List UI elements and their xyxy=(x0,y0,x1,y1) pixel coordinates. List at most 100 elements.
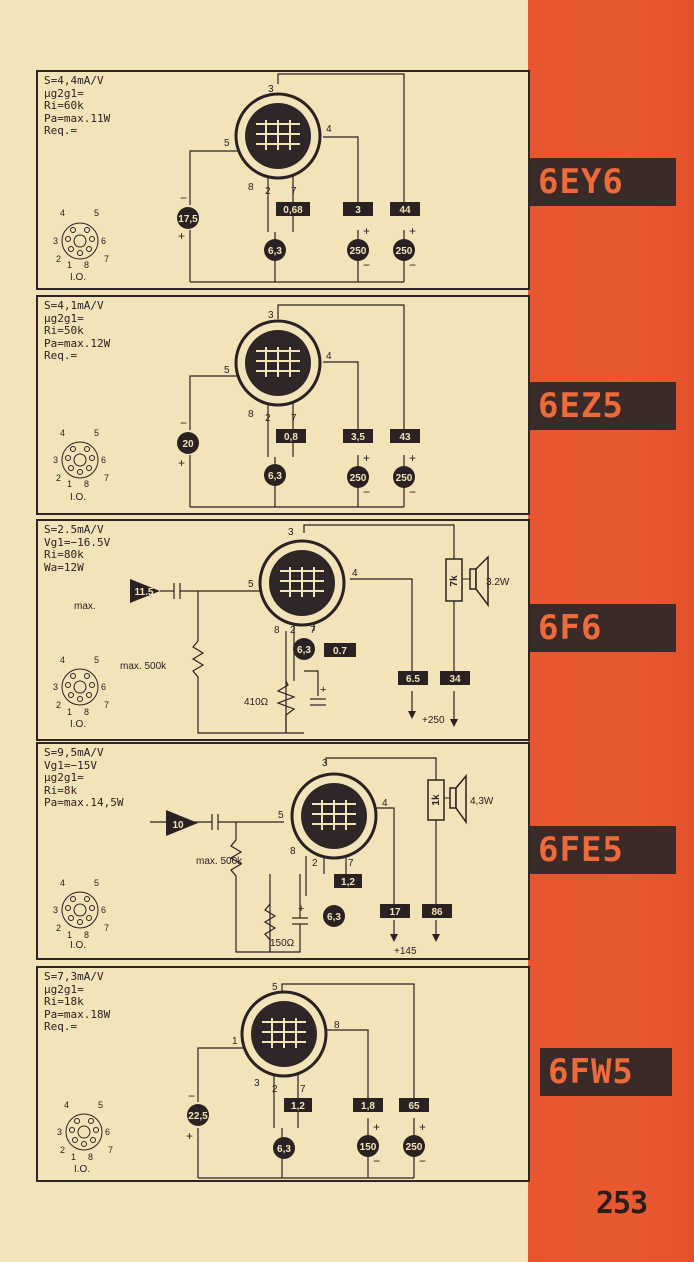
svg-text:250: 250 xyxy=(350,246,367,257)
tube-tag-6fw5: 6FW5 xyxy=(540,1048,672,1096)
ground-arrows xyxy=(408,711,458,727)
pin-labels: 5 8 1 3 2 7 xyxy=(232,982,340,1095)
svg-text:17: 17 xyxy=(389,907,401,918)
svg-text:−: − xyxy=(409,258,416,272)
tube-6fw5 xyxy=(240,990,328,1078)
svg-text:44: 44 xyxy=(399,205,411,216)
svg-text:max. 500k: max. 500k xyxy=(120,661,167,672)
svg-text:3.2W: 3.2W xyxy=(486,577,510,588)
svg-text:−: − xyxy=(180,191,187,205)
svg-text:65: 65 xyxy=(408,1101,420,1112)
svg-text:2: 2 xyxy=(56,700,61,710)
svg-text:8: 8 xyxy=(88,1152,93,1162)
value-labels: 10 6,3 1,2 17 86 1k xyxy=(172,794,452,927)
svg-text:6,3: 6,3 xyxy=(268,471,282,482)
svg-text:6: 6 xyxy=(101,236,106,246)
svg-text:7: 7 xyxy=(310,625,316,636)
svg-text:8: 8 xyxy=(84,930,89,940)
svg-text:2: 2 xyxy=(60,1145,65,1155)
svg-text:5: 5 xyxy=(248,579,254,590)
svg-text:6: 6 xyxy=(101,682,106,692)
svg-text:3: 3 xyxy=(268,84,274,95)
svg-text:I.O.: I.O. xyxy=(70,492,86,503)
svg-text:+: + xyxy=(363,224,370,238)
svg-text:1: 1 xyxy=(67,479,72,489)
svg-text:8: 8 xyxy=(274,625,280,636)
svg-text:20: 20 xyxy=(182,439,194,450)
svg-text:1: 1 xyxy=(67,707,72,717)
svg-text:1,2: 1,2 xyxy=(291,1101,305,1112)
svg-text:7: 7 xyxy=(104,923,109,933)
svg-text:6,3: 6,3 xyxy=(297,645,311,656)
svg-text:6,3: 6,3 xyxy=(277,1144,291,1155)
circuit-wiring xyxy=(160,524,455,734)
svg-text:6.5: 6.5 xyxy=(406,674,420,685)
svg-text:6: 6 xyxy=(101,905,106,915)
svg-text:150Ω: 150Ω xyxy=(270,938,295,949)
svg-text:+250: +250 xyxy=(422,715,445,726)
svg-text:+: + xyxy=(178,229,185,243)
svg-text:3: 3 xyxy=(322,758,328,769)
svg-text:0,8: 0,8 xyxy=(284,432,298,443)
svg-text:1: 1 xyxy=(67,930,72,940)
svg-text:1: 1 xyxy=(71,1152,76,1162)
svg-text:0,68: 0,68 xyxy=(283,205,303,216)
polarity-marks: −+ +− +− xyxy=(186,1089,426,1168)
svg-text:2: 2 xyxy=(265,186,271,197)
svg-text:I.O.: I.O. xyxy=(70,719,86,730)
svg-text:4: 4 xyxy=(60,655,65,665)
polarity-mark: + xyxy=(320,684,326,696)
svg-text:4: 4 xyxy=(60,428,65,438)
svg-text:2: 2 xyxy=(56,473,61,483)
spec-block: S=4,4mA/V μg2g1= Ri=60k Pa=max.11W Req.= xyxy=(44,74,111,137)
svg-text:5: 5 xyxy=(272,982,278,993)
svg-text:1,2: 1,2 xyxy=(341,877,355,888)
svg-text:6: 6 xyxy=(105,1127,110,1137)
panel-6ey6: S=4,4mA/V μg2g1= Ri=60k Pa=max.11W Req.=… xyxy=(36,70,530,290)
svg-text:250: 250 xyxy=(396,473,413,484)
pin-labels: 3 4 5 8 2 7 xyxy=(248,527,358,636)
svg-text:4: 4 xyxy=(352,568,358,579)
svg-text:250: 250 xyxy=(406,1142,423,1153)
svg-text:2: 2 xyxy=(272,1084,278,1095)
svg-text:8: 8 xyxy=(248,182,254,193)
circuit-wiring xyxy=(189,73,405,283)
svg-text:1k: 1k xyxy=(431,794,442,806)
svg-text:5: 5 xyxy=(94,428,99,438)
svg-text:+: + xyxy=(363,451,370,465)
svg-text:1: 1 xyxy=(67,260,72,270)
svg-text:1: 1 xyxy=(232,1036,238,1047)
svg-text:8: 8 xyxy=(84,479,89,489)
tube-tag-6fe5: 6FE5 xyxy=(530,826,676,874)
svg-text:0.7: 0.7 xyxy=(333,646,347,657)
svg-text:3: 3 xyxy=(53,905,58,915)
svg-text:3: 3 xyxy=(57,1127,62,1137)
svg-text:2: 2 xyxy=(265,413,271,424)
svg-text:+: + xyxy=(409,224,416,238)
svg-text:7: 7 xyxy=(108,1145,113,1155)
svg-text:17,5: 17,5 xyxy=(178,214,198,225)
svg-text:10: 10 xyxy=(172,820,184,831)
svg-text:410Ω: 410Ω xyxy=(244,697,269,708)
svg-text:11.5: 11.5 xyxy=(135,587,154,598)
panel-6fw5: S=7,3mA/V μg2g1= Ri=18k Pa=max.18W Req.=… xyxy=(36,966,530,1182)
svg-text:8: 8 xyxy=(84,707,89,717)
svg-text:3,5: 3,5 xyxy=(351,432,365,443)
svg-text:4: 4 xyxy=(64,1100,69,1110)
circuit-wiring xyxy=(150,757,437,953)
svg-text:5: 5 xyxy=(98,1100,103,1110)
svg-text:7: 7 xyxy=(291,413,297,424)
speaker-icon xyxy=(445,555,489,608)
svg-text:86: 86 xyxy=(431,907,443,918)
svg-text:+: + xyxy=(178,456,185,470)
svg-text:7: 7 xyxy=(104,473,109,483)
spec-block: S=9,5mA/V Vg1=−15V μg2g1= Ri=8k Pa=max.1… xyxy=(44,746,124,809)
svg-text:+: + xyxy=(373,1120,380,1134)
